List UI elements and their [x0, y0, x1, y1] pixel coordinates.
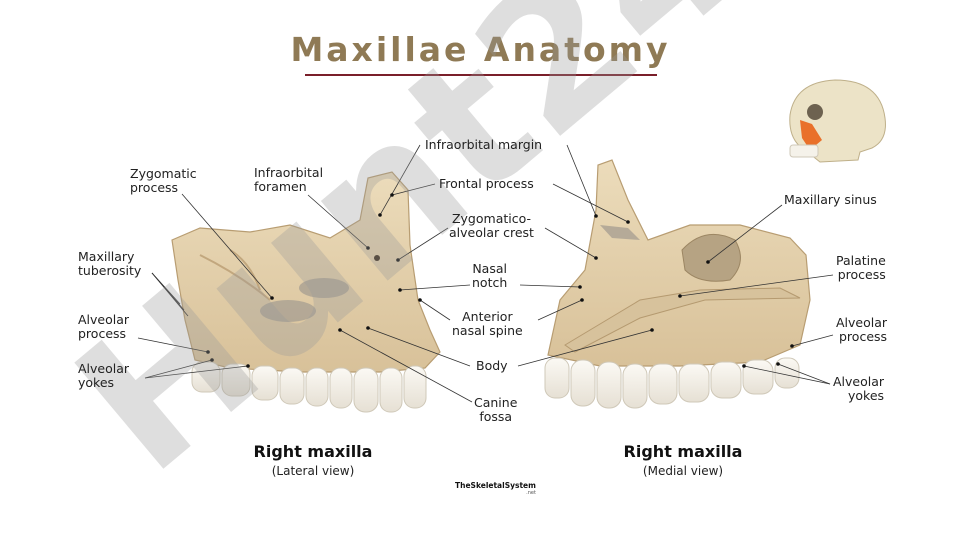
caption-medial-title: Right maxilla — [623, 442, 743, 461]
label-infraorbital-margin: Infraorbital margin — [425, 137, 543, 152]
label-alveolar-yokes-medial: Alveolar yokes — [833, 374, 885, 403]
label-nasal-notch: Nasal notch — [472, 261, 508, 290]
label-body: Body — [476, 358, 508, 373]
label-frontal-process: Frontal process — [439, 176, 534, 191]
source-credit: TheSkeletalSystem .net — [455, 481, 536, 496]
medial-maxilla-bone — [547, 159, 811, 367]
caption-lateral-title: Right maxilla — [253, 442, 373, 461]
skull-thumbnail-icon — [789, 79, 886, 163]
caption-medial: Right maxilla (Medial view) — [598, 442, 768, 478]
label-maxillary-tuberosity: Maxillary tuberosity — [78, 249, 142, 278]
medial-teeth — [544, 357, 800, 409]
label-alveolar-process-lateral: Alveolar process — [78, 312, 130, 341]
slide-title: Maxillae Anatomy — [290, 30, 671, 69]
label-alveolar-process-medial: Alveolar process — [836, 315, 888, 344]
caption-lateral-subtitle: (Lateral view) — [271, 464, 355, 478]
caption-lateral: Right maxilla (Lateral view) — [228, 442, 398, 478]
caption-medial-subtitle: (Medial view) — [642, 464, 724, 478]
leader-lines — [137, 144, 834, 403]
label-maxillary-sinus: Maxillary sinus — [784, 192, 877, 207]
source-credit-suffix: .net — [526, 490, 536, 496]
source-credit-name: TheSkeletalSystem — [455, 481, 536, 490]
label-alveolar-yokes-lateral: Alveolar yokes — [78, 361, 130, 390]
label-canine-fossa: Canine fossa — [474, 395, 518, 424]
title-underline — [305, 74, 657, 76]
lateral-teeth — [191, 361, 427, 413]
label-palatine-process: Palatine process — [836, 253, 886, 282]
label-infraorbital-foramen: Infraorbital foramen — [254, 165, 324, 194]
leader-dots — [206, 193, 794, 368]
label-zygomatic-process: Zygomatic process — [130, 166, 197, 195]
label-anterior-nasal-spine: Anterior nasal spine — [452, 309, 523, 338]
label-zygomatico-alveolar-crest: Zygomatico- alveolar crest — [449, 211, 534, 240]
